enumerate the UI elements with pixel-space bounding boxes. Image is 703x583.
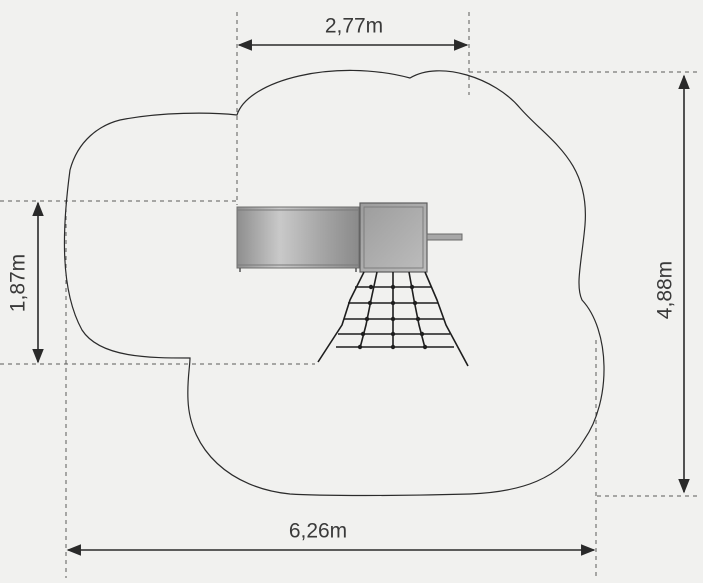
dimension-arrows [32, 39, 690, 556]
dimension-guides [0, 12, 700, 578]
total-height-label: 4,88m [653, 260, 677, 320]
handle-bar [426, 233, 463, 241]
left-height-label: 1,87m [6, 253, 30, 313]
net-knots [357, 284, 428, 350]
safety-zone-outline [63, 69, 605, 497]
slide [236, 206, 360, 269]
platform [359, 202, 428, 273]
top-width-label: 2,77m [324, 14, 384, 38]
total-width-label: 6,26m [288, 519, 348, 543]
